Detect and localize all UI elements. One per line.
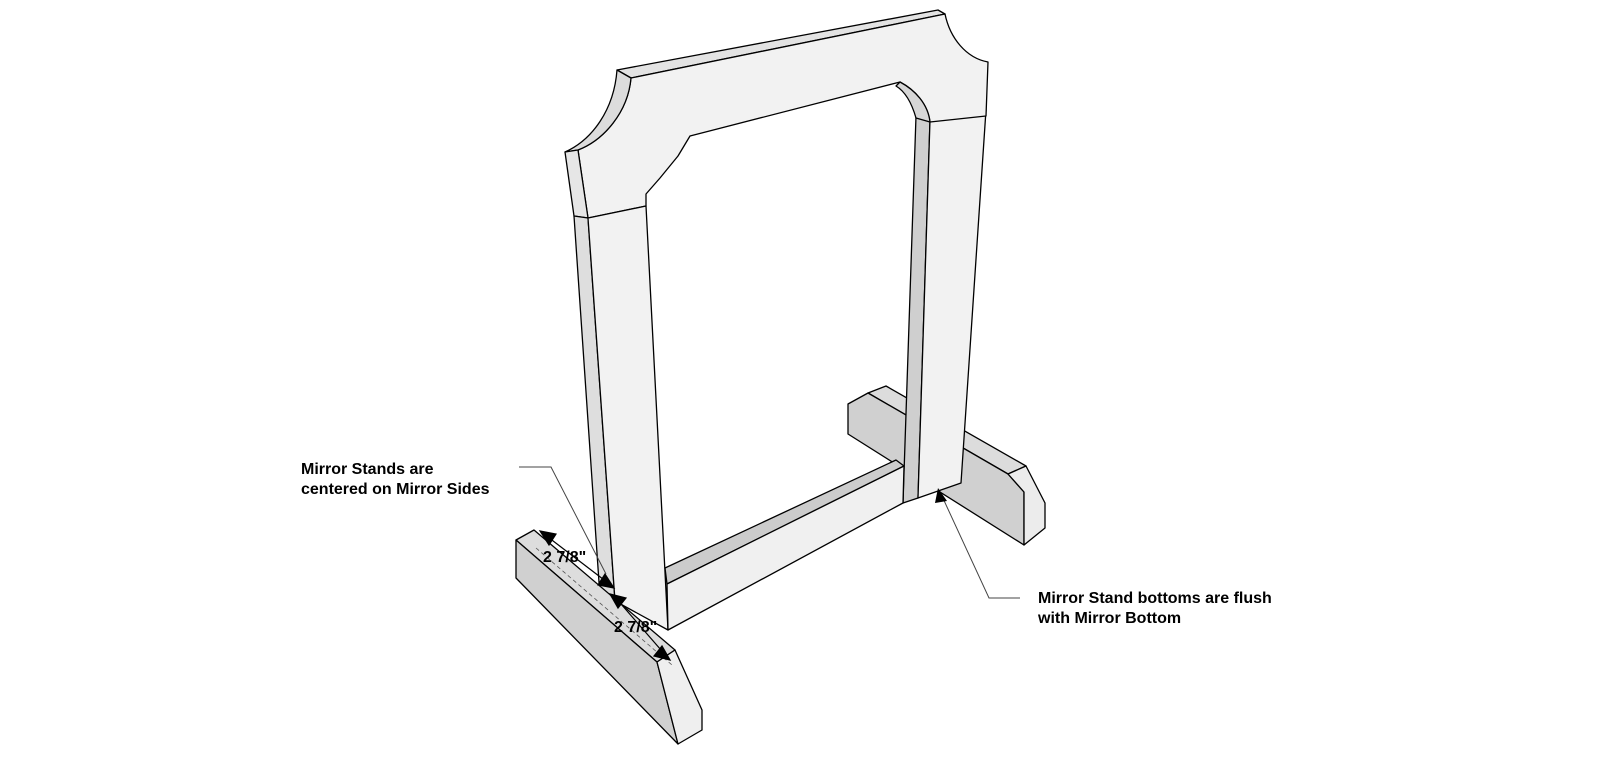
stands-centered-leader [519,466,607,575]
stands-centered-callout-line1: Mirror Stands are [301,461,434,478]
left-stand-end-face [656,649,703,745]
bottoms-flush-leader-arrowhead [935,488,947,503]
bottoms-flush-leader [940,493,1020,599]
right-stand-end-face [1007,465,1046,546]
bottoms-flush-callout-line2: with Mirror Bottom [1037,610,1181,627]
leader-lines [519,466,1020,599]
left-mirror-stand [515,529,703,745]
lower-dimension-arrowhead-end [652,644,672,661]
lower-dimension-label: 2 7/8" [614,619,657,636]
bottoms-flush-callout-line1: Mirror Stand bottoms are flush [1038,590,1272,607]
lower-dimension-arrowhead-start [608,593,628,610]
dimension-arrows [538,530,672,661]
upper-dimension-line [543,533,613,587]
upper-dimension-label: 2 7/8" [543,549,586,566]
mirror-frame [564,9,989,631]
left-stand-center-line [535,547,673,666]
mirror-top-rail-inner-curve [895,81,931,123]
mirror-bottom-rail-front [666,465,905,631]
upper-dimension-arrowhead-start [538,530,557,547]
lower-dimension-line [613,595,669,659]
upper-dimension-arrowhead-end [597,572,616,589]
stands-centered-callout-line2: centered on Mirror Sides [301,481,490,498]
